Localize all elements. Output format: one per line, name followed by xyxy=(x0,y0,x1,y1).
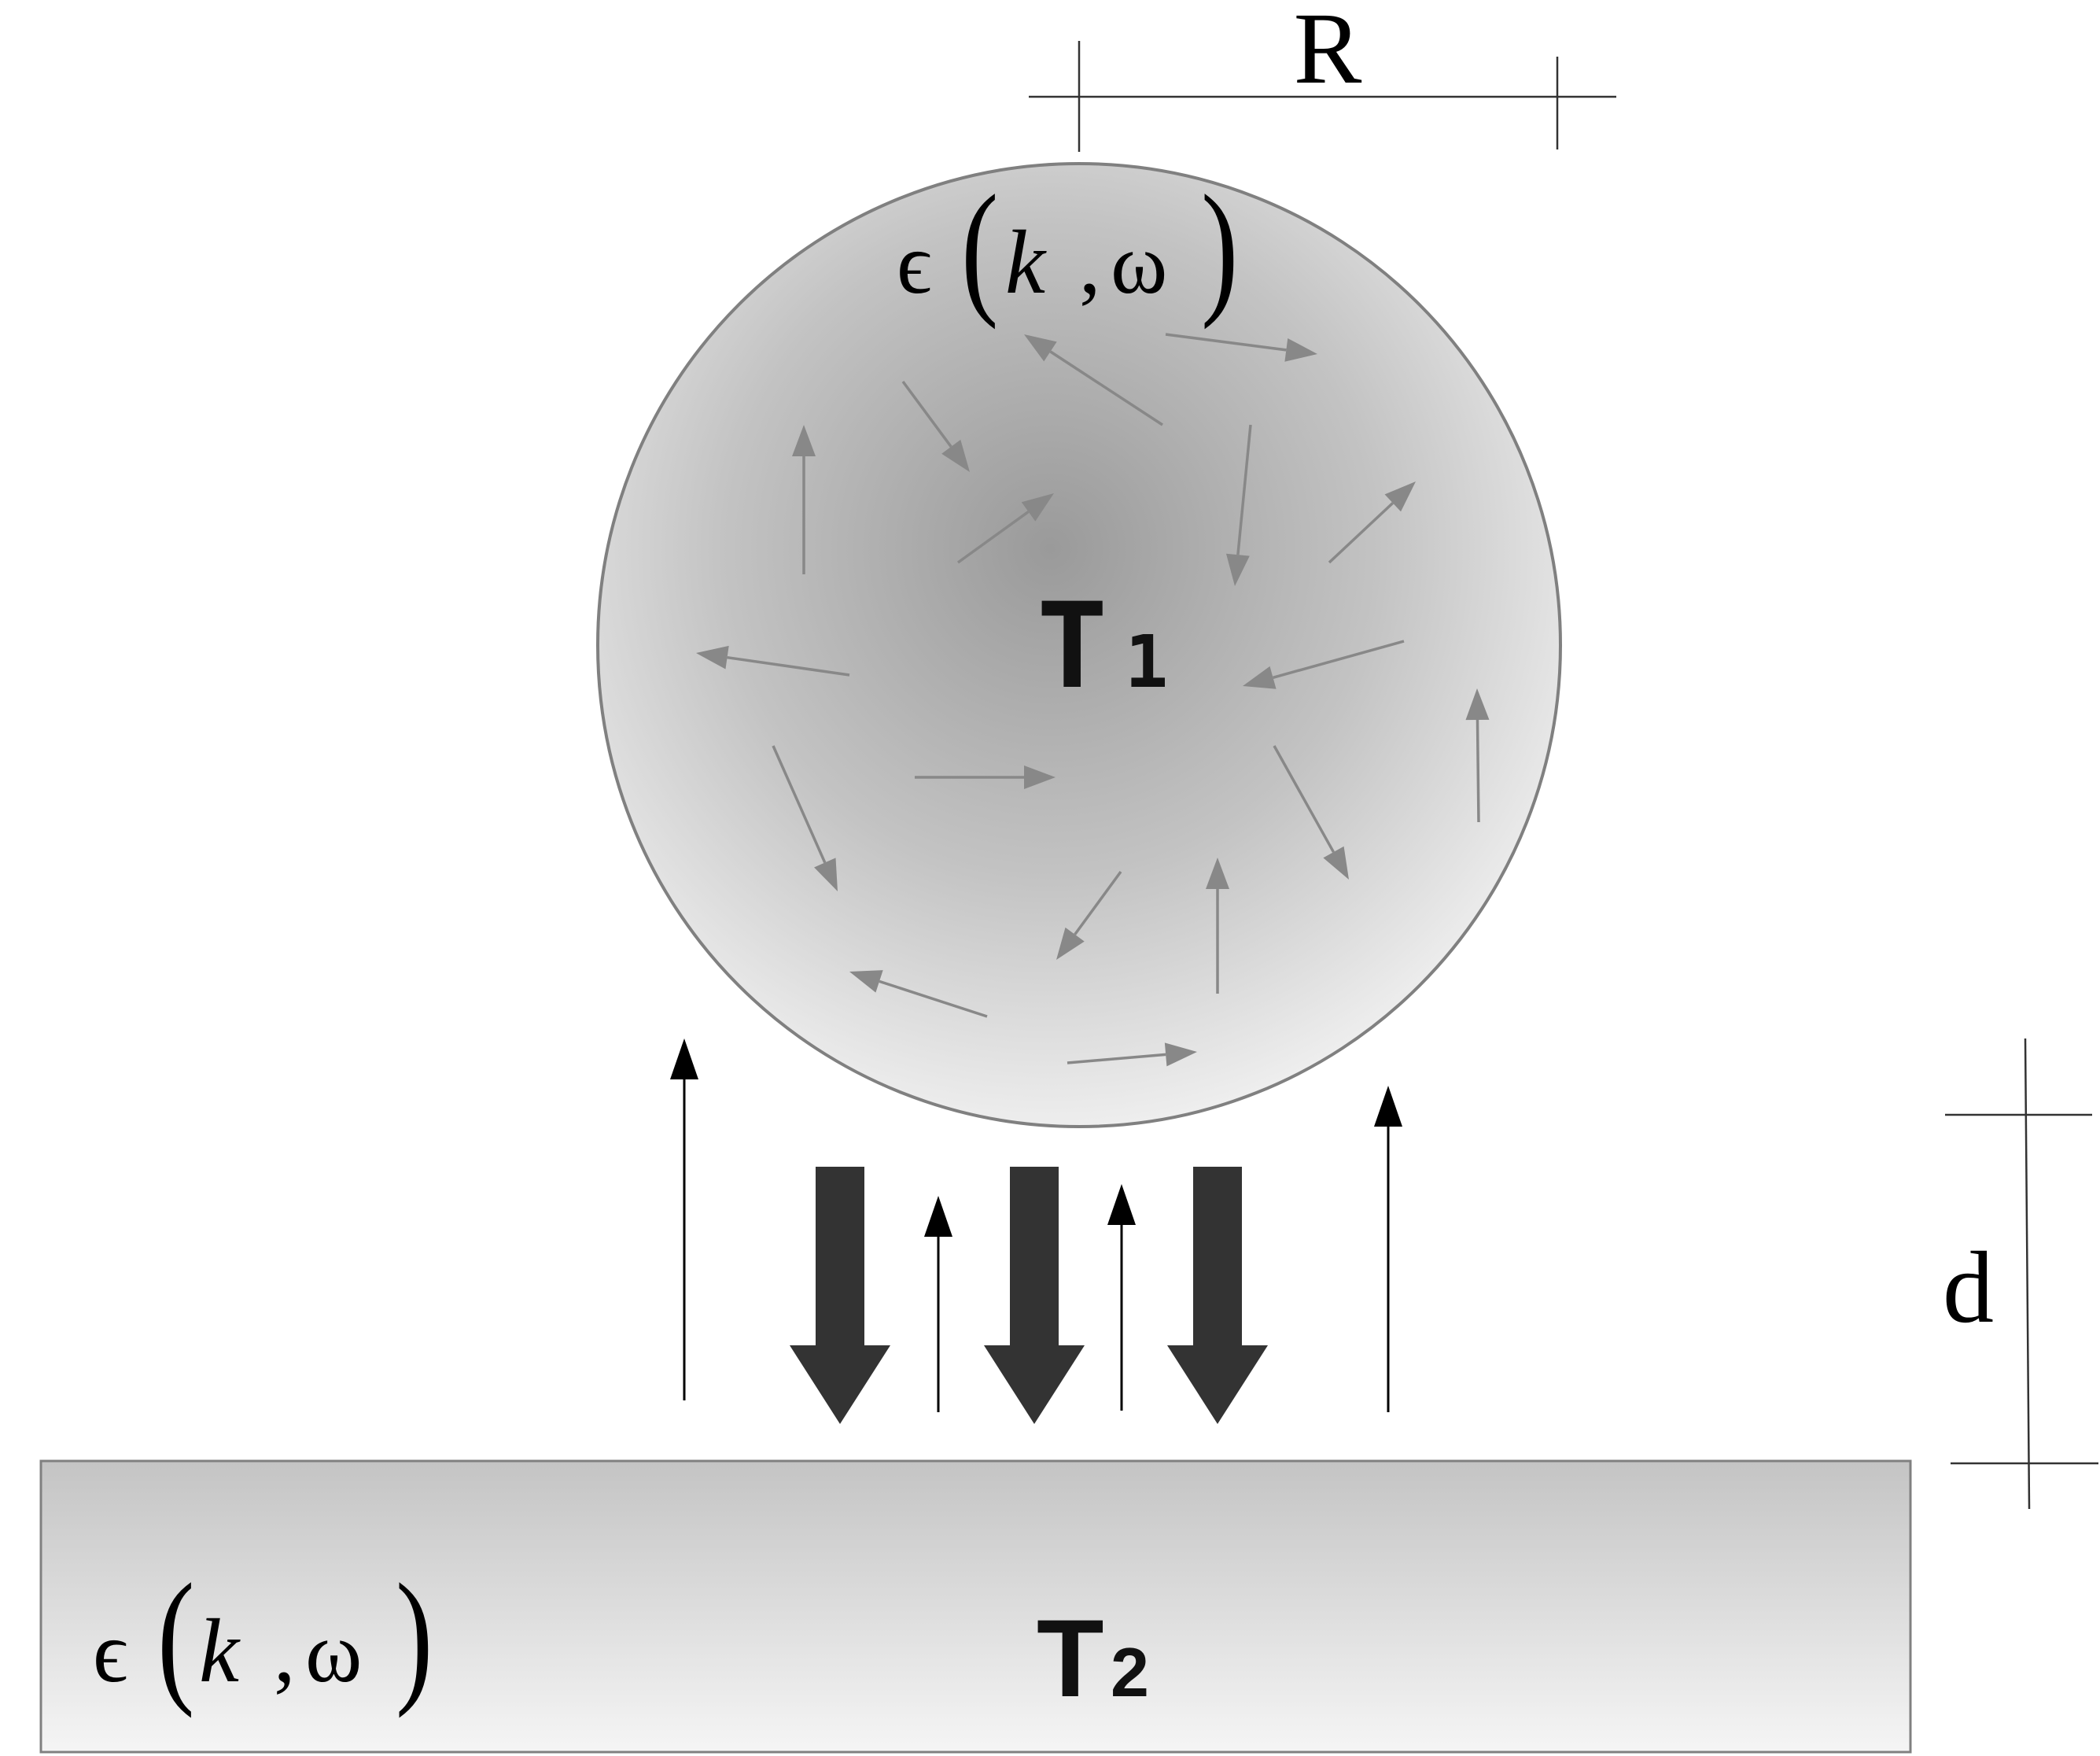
sphere xyxy=(596,162,1562,1128)
sphere-eps-omega: ω xyxy=(1111,216,1167,312)
t2-subscript: 2 xyxy=(1111,1633,1149,1711)
sphere-temperature-label: T 1 xyxy=(1037,578,1168,715)
dipole-arrow xyxy=(1225,424,1252,586)
dipole-arrow xyxy=(1328,481,1416,564)
distance-dimension xyxy=(1945,1038,2098,1510)
dipole-arrow xyxy=(696,645,850,677)
dipole-arrow xyxy=(1165,333,1317,362)
slab-eps-symbol: ϵ xyxy=(93,1604,128,1700)
dipole-arrow xyxy=(1206,858,1229,994)
thin-upward-arrow xyxy=(670,1038,698,1400)
heavy-downward-arrow xyxy=(984,1167,1085,1424)
slab-eps-k: k xyxy=(199,1601,241,1701)
downward-heat-flux-arrows xyxy=(790,1167,1268,1424)
sphere-eps-close-paren: ) xyxy=(1201,164,1238,330)
dipole-arrow xyxy=(1273,745,1349,880)
dipole-arrow xyxy=(772,745,838,891)
upward-heat-flux-arrows xyxy=(670,1038,1402,1412)
slab-temperature-label: T 2 xyxy=(1037,1596,1149,1720)
slab-eps-omega: ω xyxy=(305,1604,362,1700)
dipole-arrow xyxy=(1243,640,1405,689)
distance-label: d xyxy=(1943,1231,1994,1345)
sphere-eps-open-paren: ( xyxy=(961,164,998,330)
radius-label: R xyxy=(1294,0,1362,105)
t1-subscript: 1 xyxy=(1125,620,1168,704)
slab-eps-open-paren: ( xyxy=(157,1553,194,1718)
dipole-arrow xyxy=(901,380,970,472)
sphere-eps-symbol: ϵ xyxy=(897,216,932,312)
thin-upward-arrow xyxy=(924,1196,952,1412)
t1-letter: T xyxy=(1037,578,1107,715)
sphere-eps-comma: , xyxy=(1079,216,1101,312)
heavy-downward-arrow xyxy=(1167,1167,1268,1424)
slab-eps-comma: , xyxy=(274,1604,296,1700)
heavy-downward-arrow xyxy=(790,1167,890,1424)
dipole-arrow xyxy=(849,970,988,1018)
slab xyxy=(39,1459,1912,1754)
thin-upward-arrow xyxy=(1107,1184,1136,1411)
thin-upward-arrow xyxy=(1374,1086,1402,1412)
slab-permittivity-label: ϵ ( k , ω ) xyxy=(93,1553,433,1718)
slab-eps-close-paren: ) xyxy=(396,1553,433,1718)
dipole-arrow xyxy=(1067,1042,1197,1067)
fluctuating-dipole-arrows xyxy=(696,333,1490,1067)
dipole-arrow xyxy=(1056,870,1122,960)
dipole-arrow xyxy=(915,765,1056,789)
sphere-permittivity-label: ϵ ( k , ω ) xyxy=(897,164,1238,330)
t2-letter: T xyxy=(1037,1596,1104,1720)
sphere-eps-k: k xyxy=(1005,212,1047,312)
dipole-arrow xyxy=(956,493,1054,564)
dipole-arrow xyxy=(1024,334,1163,426)
dipole-arrow xyxy=(1465,688,1490,823)
dipole-arrow xyxy=(792,425,816,574)
radius-dimension xyxy=(1029,41,1616,152)
distance-dimension-line xyxy=(2024,1038,2031,1510)
